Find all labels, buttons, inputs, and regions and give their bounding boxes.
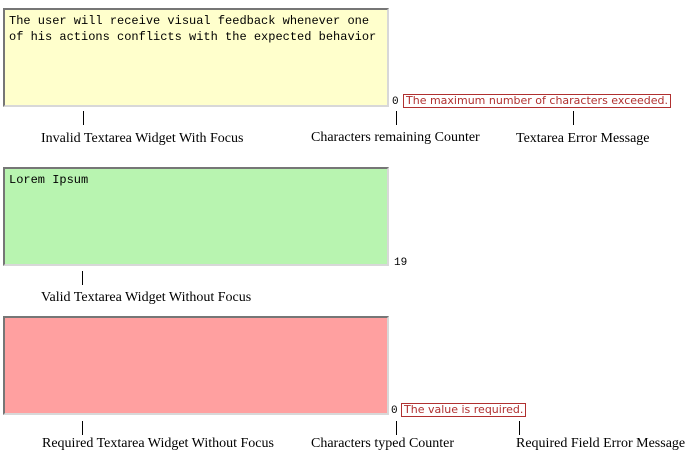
- valid-characters-counter: 19: [394, 257, 408, 269]
- characters-typed-counter: 0: [391, 405, 398, 417]
- leader-line-required-widget: [82, 421, 83, 435]
- caption-textarea-error: Textarea Error Message: [516, 131, 650, 146]
- leader-line-remaining-counter: [396, 111, 397, 125]
- caption-remaining-counter: Characters remaining Counter: [311, 130, 480, 145]
- leader-line-typed-counter: [396, 421, 397, 435]
- leader-line-required-error: [519, 421, 520, 435]
- leader-line-valid-widget: [82, 271, 83, 285]
- required-field-error-message: The value is required.: [401, 403, 527, 417]
- caption-required-error: Required Field Error Message: [516, 436, 686, 451]
- caption-typed-counter: Characters typed Counter: [311, 436, 455, 451]
- textarea-error-message: The maximum number of characters exceede…: [403, 94, 672, 108]
- caption-invalid-widget: Invalid Textarea Widget With Focus: [41, 131, 244, 146]
- caption-valid-widget: Valid Textarea Widget Without Focus: [41, 290, 252, 305]
- leader-line-textarea-error: [573, 111, 574, 125]
- caption-required-widget: Required Textarea Widget Without Focus: [42, 436, 274, 451]
- leader-line-invalid-widget: [83, 111, 84, 125]
- required-textarea[interactable]: [3, 316, 389, 415]
- characters-remaining-counter: 0: [392, 96, 399, 108]
- invalid-textarea[interactable]: The user will receive visual feedback wh…: [3, 8, 389, 107]
- valid-textarea[interactable]: Lorem Ipsum: [3, 167, 389, 266]
